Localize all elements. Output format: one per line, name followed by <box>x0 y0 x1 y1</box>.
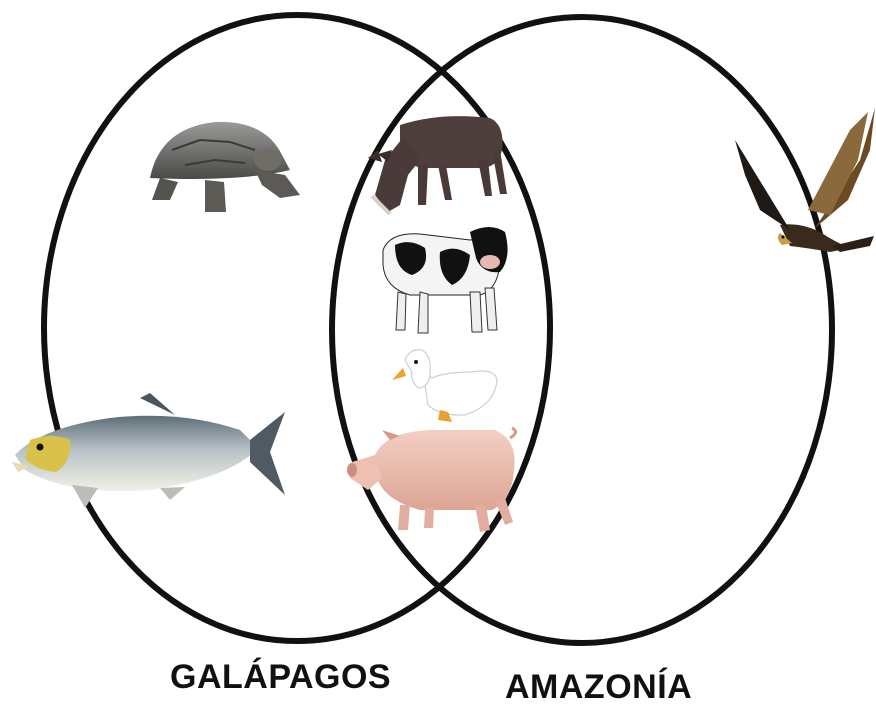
galapagos-label: GALÁPAGOS <box>170 658 391 697</box>
eagle-icon <box>735 108 875 252</box>
cow-icon <box>383 227 508 333</box>
amazonia-label: AMAZONÍA <box>505 668 692 707</box>
amazonia-circle <box>332 17 832 643</box>
duck-icon <box>392 350 497 422</box>
pig-icon <box>347 428 516 532</box>
tortoise-icon <box>150 122 300 212</box>
